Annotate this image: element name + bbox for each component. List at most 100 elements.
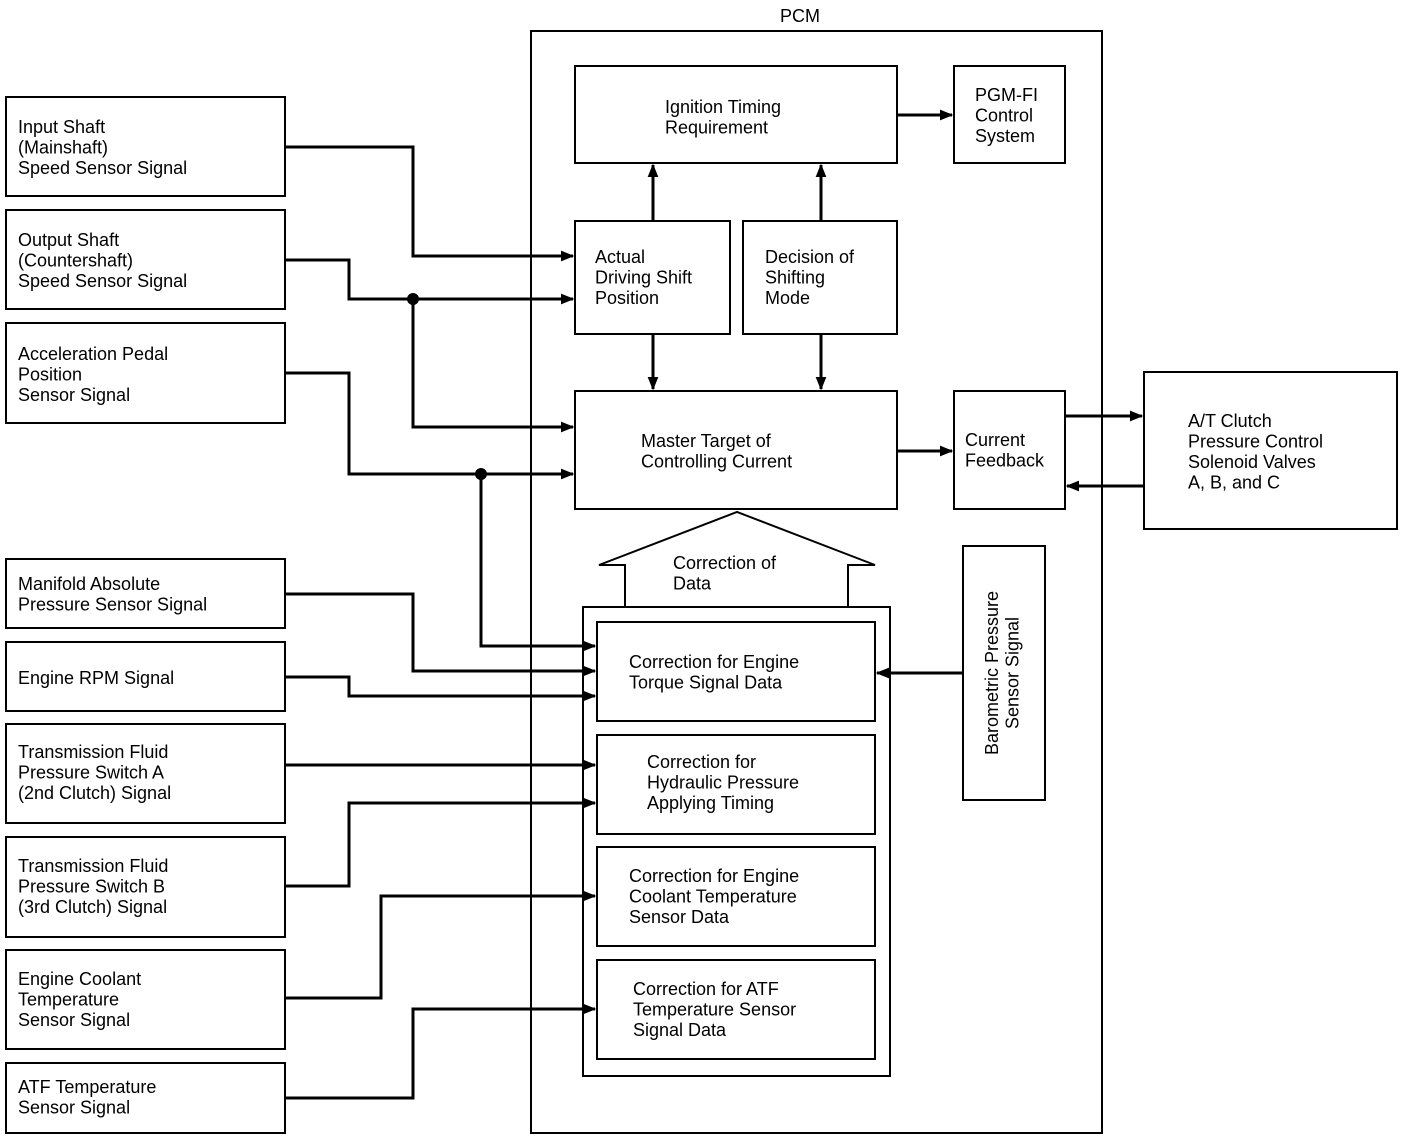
- corr-atf-label-line: Signal Data: [633, 1020, 727, 1040]
- barometric-label: Barometric PressureSensor Signal: [982, 591, 1023, 755]
- solenoid-valves-label-line: A/T Clutch: [1188, 411, 1272, 431]
- tfps-a-label-line: Pressure Switch A: [18, 763, 164, 783]
- map-sensor-label-line: Manifold Absolute: [18, 574, 160, 594]
- actual-shift-label-line: Driving Shift: [595, 268, 692, 288]
- actual-shift-label-line: Actual: [595, 247, 645, 267]
- corr-atf-label-line: Temperature Sensor: [633, 1000, 796, 1020]
- decision-mode-label-line: Shifting: [765, 268, 825, 288]
- output-shaft-speed-sensor: Output Shaft(Countershaft)Speed Sensor S…: [5, 209, 286, 310]
- barometric-label-line: Sensor Signal: [1003, 617, 1023, 729]
- output-shaft-label: Output Shaft(Countershaft)Speed Sensor S…: [18, 230, 187, 291]
- ect-label-line: Engine Coolant: [18, 969, 141, 989]
- actual-shift-label-line: Position: [595, 288, 659, 308]
- tfps-b-label-line: (3rd Clutch) Signal: [18, 897, 167, 917]
- master-target-label-line: Master Target of: [641, 431, 772, 451]
- corr-hydraulic-label-line: Applying Timing: [647, 793, 774, 813]
- corr-atf-label-line: Correction for ATF: [633, 979, 779, 999]
- corr-hydraulic-label-line: Hydraulic Pressure: [647, 773, 799, 793]
- tfps-b-label-line: Transmission Fluid: [18, 856, 168, 876]
- ect-label-line: Sensor Signal: [18, 1010, 130, 1030]
- solenoid-valves-label-line: A, B, and C: [1188, 473, 1280, 493]
- line-engine-rpm: [285, 675, 597, 702]
- ect-label-line: Temperature: [18, 990, 119, 1010]
- line-input-shaft: [285, 145, 575, 262]
- solenoid-valves-label-line: Pressure Control: [1188, 432, 1323, 452]
- corr-torque-label-line: Torque Signal Data: [629, 673, 783, 693]
- master-target-label-line: Controlling Current: [641, 452, 792, 472]
- map-sensor-label-line: Pressure Sensor Signal: [18, 595, 207, 615]
- corr-hydraulic-label-line: Correction for: [647, 752, 756, 772]
- pgm-fi-label-line: Control: [975, 106, 1033, 126]
- line-tfps-b: [285, 797, 597, 888]
- input-shaft-label-line: Input Shaft: [18, 117, 105, 137]
- atf-temp-label-line: Sensor Signal: [18, 1098, 130, 1118]
- pgm-fi-label-line: PGM-FI: [975, 85, 1038, 105]
- line-output-shaft: [285, 258, 575, 305]
- input-shaft-speed-sensor: Input Shaft(Mainshaft)Speed Sensor Signa…: [5, 96, 286, 197]
- output-shaft-label-line: Output Shaft: [18, 230, 119, 250]
- engine-rpm-label: Engine RPM Signal: [18, 668, 174, 688]
- tfps-a-label-line: Transmission Fluid: [18, 742, 168, 762]
- accel-pedal-label-line: Acceleration Pedal: [18, 344, 168, 364]
- current-feedback-label-line: Feedback: [965, 451, 1045, 471]
- correction-of-data-label-line: Correction of: [673, 553, 777, 573]
- pcm-title: PCM: [780, 6, 820, 26]
- line-map: [285, 592, 597, 677]
- output-shaft-label-line: (Countershaft): [18, 251, 133, 271]
- output-shaft-label-line: Speed Sensor Signal: [18, 271, 187, 291]
- solenoid-valves-label-line: Solenoid Valves: [1188, 452, 1316, 472]
- correction-of-data-label-line: Data: [673, 574, 712, 594]
- pgm-fi-label-line: System: [975, 126, 1035, 146]
- engine-rpm-signal: Engine RPM Signal: [5, 641, 286, 712]
- decision-mode-label-line: Mode: [765, 288, 810, 308]
- engine-rpm-label-line: Engine RPM Signal: [18, 668, 174, 688]
- line-output-shaft-branch: [411, 299, 575, 433]
- tfps-a-label-line: (2nd Clutch) Signal: [18, 783, 171, 803]
- barometric-label-line: Barometric Pressure: [982, 591, 1002, 755]
- junction-dot-accel-pedal: [475, 468, 487, 480]
- accel-pedal-label-line: Sensor Signal: [18, 385, 130, 405]
- line-accel-pedal-branch: [479, 474, 597, 652]
- decision-mode-label-line: Decision of: [765, 247, 855, 267]
- current-feedback-label-line: Current: [965, 430, 1025, 450]
- barometric-sensor: Barometric PressureSensor Signal: [962, 545, 1046, 801]
- corr-coolant-label-line: Sensor Data: [629, 907, 730, 927]
- input-shaft-label-line: (Mainshaft): [18, 138, 108, 158]
- corr-coolant-label-line: Coolant Temperature: [629, 887, 797, 907]
